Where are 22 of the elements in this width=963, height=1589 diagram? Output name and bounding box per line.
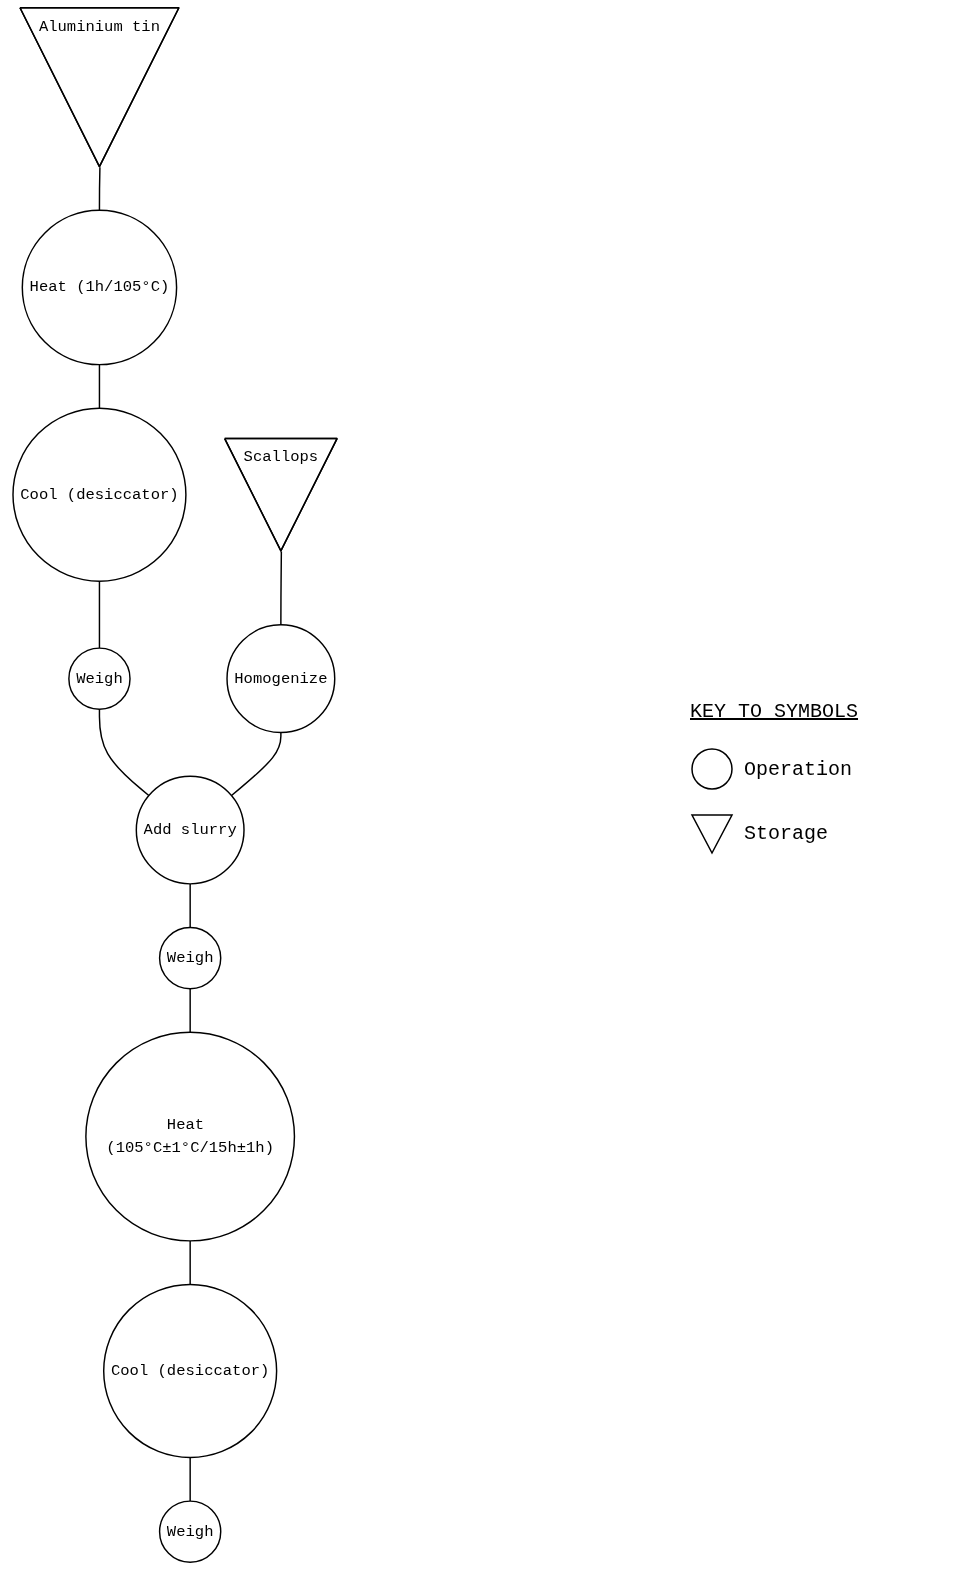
- node-circle: Homogenize: [226, 624, 336, 734]
- connector: [189, 1456, 191, 1502]
- connector: [98, 580, 101, 649]
- node-circle: Cool (desiccator): [102, 1283, 278, 1459]
- node-circle: Weigh: [158, 926, 222, 990]
- connector: [280, 550, 283, 626]
- connector: [230, 731, 282, 797]
- node-circle: Weigh: [68, 647, 131, 710]
- node-circle: Weigh: [158, 1500, 222, 1563]
- connector: [189, 1240, 191, 1286]
- legend-text: Storage: [744, 821, 828, 845]
- connector: [98, 708, 150, 797]
- node-circle: Cool (desiccator): [12, 407, 187, 582]
- connector: [98, 166, 101, 212]
- connector: [189, 883, 191, 929]
- node-circle: Add slurry: [135, 775, 245, 885]
- key-heading: KEY TO SYMBOLS: [690, 700, 859, 723]
- node-circle: Heat (105°C±1°C/15h±1h): [85, 1031, 296, 1242]
- connector: [189, 987, 191, 1034]
- node-circle: Heat (1h/105°C): [21, 209, 178, 366]
- legend-text: Operation: [744, 757, 853, 781]
- connector: [98, 363, 101, 409]
